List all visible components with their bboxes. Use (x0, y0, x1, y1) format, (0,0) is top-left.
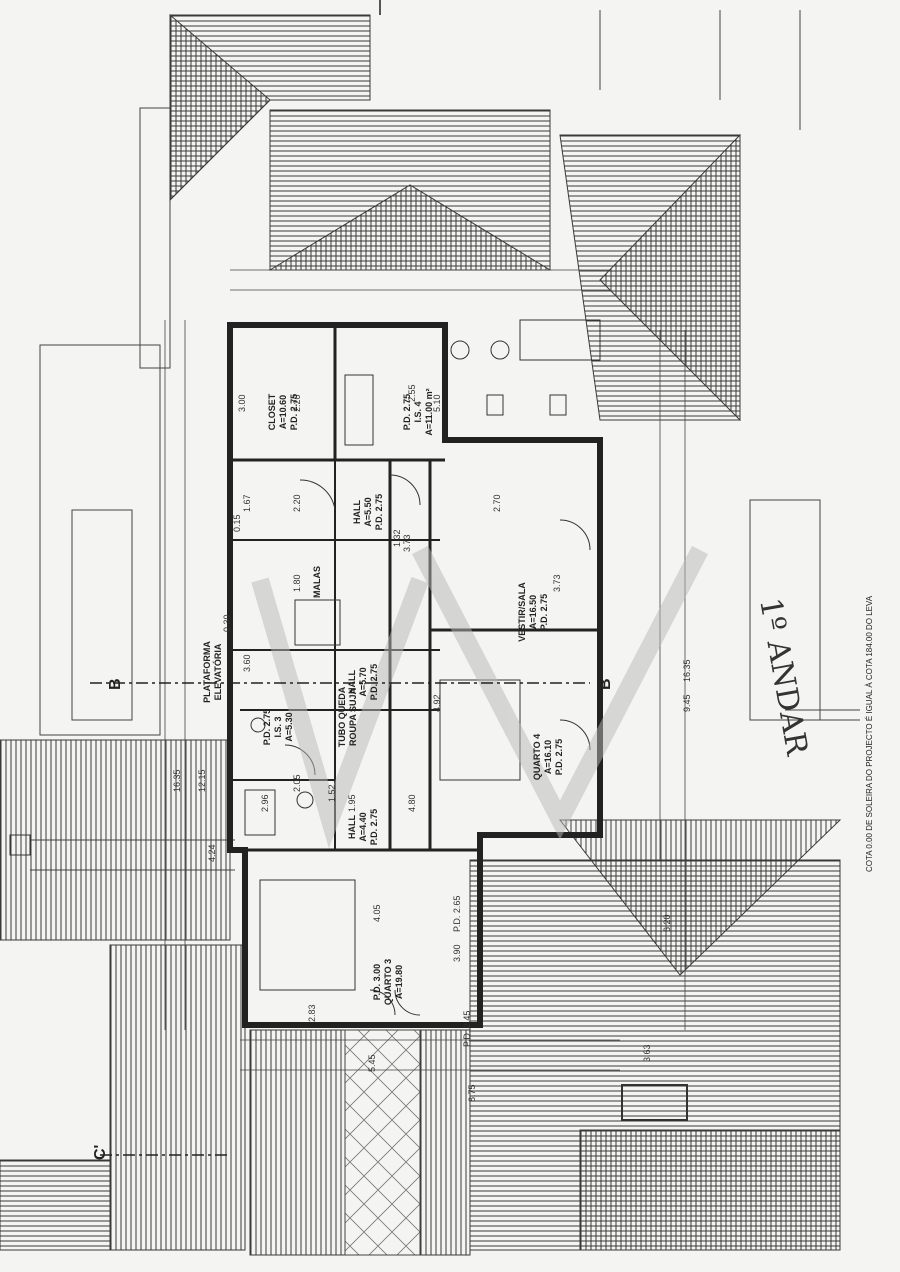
room-label-malas-0: MALAS (312, 566, 322, 598)
dimension-label: 2.70 (492, 494, 502, 512)
room-label-quarto4-2: P.D. 2.75 (554, 739, 564, 775)
dimension-label: 2.83 (307, 1004, 317, 1022)
dimension-label: 1.67 (242, 494, 252, 512)
dimension-label: 2.96 (260, 794, 270, 812)
room-label-vestir-1: A=16.50 (528, 595, 538, 629)
room-label-quarto3-1: QUARTO 3 (383, 959, 393, 1005)
room-label-is4-0: P.D. 2.75 (402, 394, 412, 430)
dimension-label: 4.05 (372, 904, 382, 922)
dimension-label: P.D. 2.45 (462, 1011, 472, 1047)
room-label-quarto4-0: QUARTO 4 (532, 734, 542, 780)
dimension-label: 4.24 (207, 844, 217, 862)
room-label-vestir-2: P.D. 2.75 (539, 594, 549, 630)
dimension-label: 5.10 (432, 394, 442, 412)
room-label-tubo-1: ROUPA SUJA (348, 687, 358, 746)
room-label-plataforma-0: PLATAFORMA (202, 641, 212, 703)
dimension-label: 1.52 (327, 784, 337, 802)
dimension-label: 2.55 (407, 384, 417, 402)
room-label-hall1-1: A=5.50 (363, 497, 373, 526)
dimension-label: 4.80 (407, 794, 417, 812)
section-mark-b: B (107, 678, 124, 690)
dimension-label: 4.92 (432, 694, 442, 712)
room-label-hall1-0: HALL (352, 500, 362, 524)
dimension-label: P.D. 2.65 (452, 896, 462, 932)
dimension-label: 3.73 (402, 534, 412, 552)
dimension-label: 3.73 (552, 574, 562, 592)
skylight (621, 1084, 688, 1121)
roof-areas (0, 13, 842, 1256)
header-note: COTA 0.00 DE SOLEIRA DO PROJECTO É IGUAL… (865, 595, 874, 872)
dimension-label: 2.20 (292, 494, 302, 512)
room-label-is3-2: A=5.30 (284, 712, 294, 741)
dimension-label: 0.15 (232, 514, 242, 532)
room-label-is3-1: I.S. 3 (273, 716, 283, 737)
dimension-label: 1.95 (347, 794, 357, 812)
dimension-label: 5.45 (367, 1054, 377, 1072)
dimension-label: 0.30 (222, 614, 232, 632)
dimension-label: 16.35 (172, 769, 182, 792)
section-marks (90, 0, 590, 1156)
dimension-label: 1.80 (292, 574, 302, 592)
room-label-closet-2: P.D. 2.75 (289, 394, 299, 430)
section-mark-b-prime: B' (597, 675, 614, 690)
room-label-quarto4-1: A=16.10 (543, 740, 553, 774)
section-mark-c-prime: C' (92, 1145, 109, 1160)
room-label-plataforma-1: ELEVATÓRIA (212, 643, 223, 700)
dimension-label: 3.90 (452, 944, 462, 962)
dimension-lines (164, 269, 686, 1071)
dimension-label: 6.20 (662, 914, 672, 932)
floor-label: 1º ANDAR (752, 595, 814, 759)
room-label-hall3-2: P.D. 2.75 (369, 809, 379, 845)
dimension-label: 3.60 (242, 654, 252, 672)
dimension-label: 9.45 (682, 694, 692, 712)
room-label-hall1-2: P.D. 2.75 (374, 494, 384, 530)
room-label-quarto3-0: P.D. 3.00 (372, 964, 382, 1000)
room-label-closet-1: A=10.60 (278, 395, 288, 429)
room-label-hall2-1: A=5.70 (358, 667, 368, 696)
room-label-hall3-1: A=4.40 (358, 812, 368, 841)
room-label-is4-2: A=11.00 m² (424, 388, 434, 435)
dimension-label: 8.75 (467, 1084, 477, 1102)
room-label-hall3-0: HALL (347, 815, 357, 839)
room-label-tubo-0: TUBO QUEDA (337, 686, 347, 747)
room-label-hall2-0: HALL (347, 670, 357, 694)
meter-box (9, 834, 31, 856)
room-label-closet-0: CLOSET (267, 393, 277, 430)
terrace (344, 1029, 421, 1256)
dimension-label: 2.20 (292, 394, 302, 412)
room-label-vestir-0: VESTIR/SALA (517, 582, 527, 642)
dimension-label: 3.63 (642, 1044, 652, 1062)
room-label-quarto3-2: A=19.80 (394, 965, 404, 999)
dimension-label: 16.35 (682, 659, 692, 682)
dimension-label: 3.00 (237, 394, 247, 412)
dimension-label: 12.15 (197, 769, 207, 792)
dimension-label: 2.05 (292, 774, 302, 792)
room-label-is4-1: I.S. 4 (413, 401, 423, 422)
watermark-logo (251, 545, 708, 849)
dimension-label: 1.32 (392, 529, 402, 547)
room-label-hall2-2: P.D. 2.75 (369, 664, 379, 700)
room-label-is3-0: P.D. 2.75 (262, 709, 272, 745)
